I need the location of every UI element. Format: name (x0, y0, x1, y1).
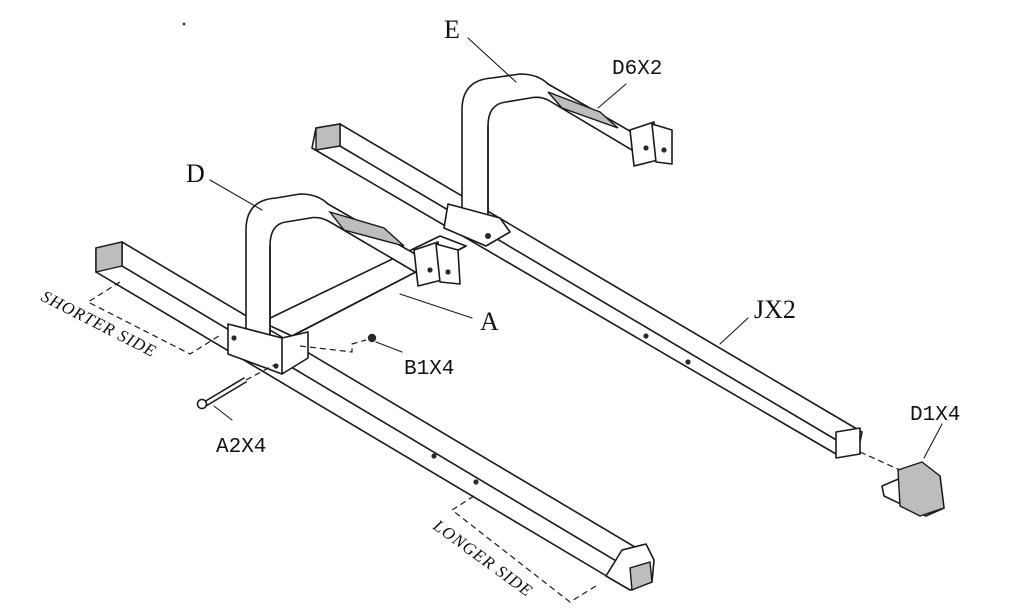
leader-jx2 (719, 317, 749, 345)
leader-a (399, 293, 473, 319)
end-cap-d1 (859, 451, 945, 517)
bolt-a2 (196, 363, 277, 410)
label-d6x2: D6X2 (612, 58, 662, 81)
label-jx2: JX2 (754, 295, 796, 324)
screw-b1 (299, 333, 377, 353)
label-d1x4: D1X4 (910, 404, 960, 427)
label-longer-side: LONGER SIDE (429, 515, 537, 600)
label-d: D (186, 159, 205, 188)
label-a: A (480, 307, 499, 336)
leader-d1 (923, 423, 943, 459)
u-frame-e (443, 73, 673, 247)
stray-dot (182, 22, 186, 26)
end-cap-front (605, 543, 655, 591)
leader-e (467, 37, 517, 83)
shorter-side-bracket (86, 281, 223, 355)
leader-a2 (213, 405, 233, 421)
longer-side-bracket (450, 495, 597, 603)
label-e: E (444, 15, 460, 44)
label-b1x4: B1X4 (404, 358, 454, 381)
leader-b1 (375, 341, 403, 353)
label-a2x4: A2X4 (216, 436, 266, 459)
u-frame-d (227, 193, 461, 375)
leader-d (209, 179, 263, 211)
leader-d6x2 (597, 83, 627, 109)
